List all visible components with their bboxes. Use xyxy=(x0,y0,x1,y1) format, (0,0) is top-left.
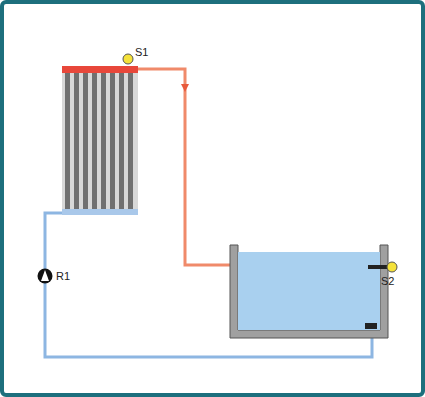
sensor-s1 xyxy=(123,54,133,64)
sensor-label: S2 xyxy=(381,276,394,287)
pump-label: R1 xyxy=(56,271,70,282)
flow-arrow xyxy=(181,84,189,92)
hot-pipe xyxy=(138,69,234,265)
pump-symbol xyxy=(38,269,53,284)
storage-tank xyxy=(230,245,388,338)
sensor-label: S1 xyxy=(135,47,148,58)
sensor-s2 xyxy=(387,262,397,272)
solar-collector xyxy=(62,66,138,215)
